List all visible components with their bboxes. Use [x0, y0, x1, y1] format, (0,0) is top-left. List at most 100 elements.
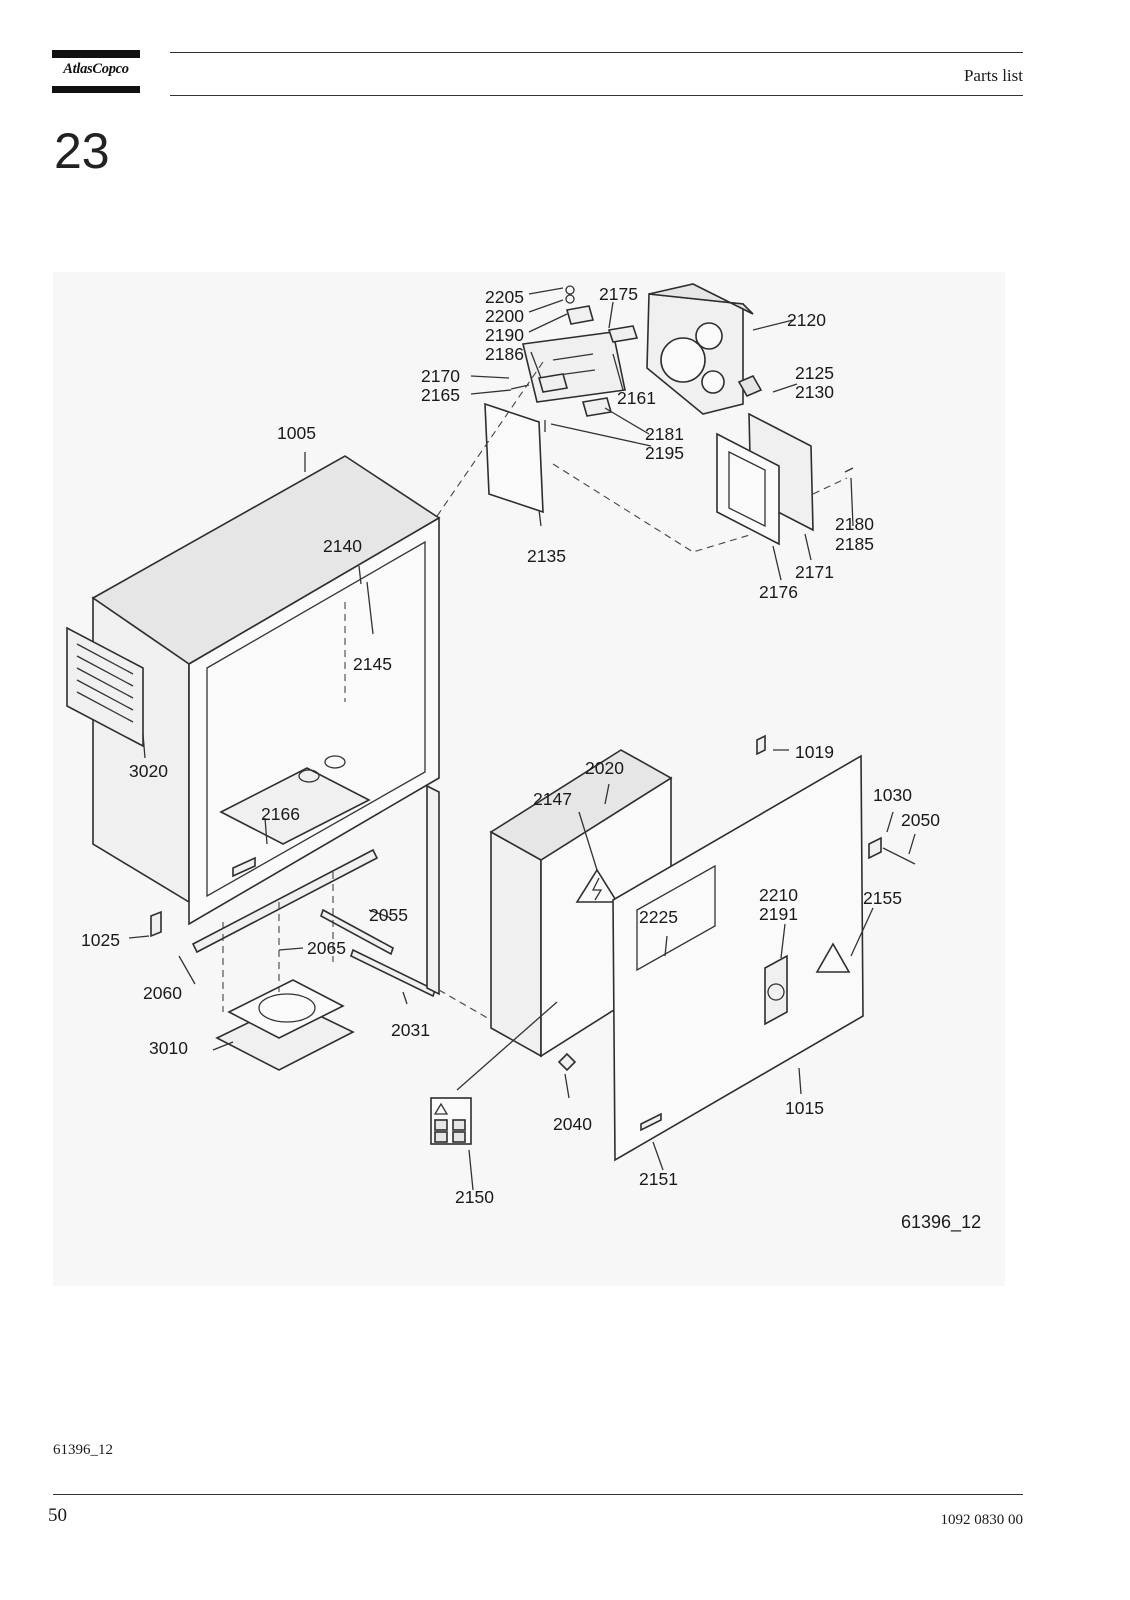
lightning-icon	[591, 877, 603, 901]
ref-label: 1005	[277, 423, 316, 443]
clamp-2186	[537, 373, 569, 393]
ref-label: 2175	[599, 284, 638, 304]
callout-leaders	[128, 287, 916, 1191]
header-rule-bottom	[170, 95, 1023, 96]
switch-knob	[767, 983, 785, 1001]
logo-bar-bottom	[52, 86, 140, 93]
align-line-1	[432, 361, 544, 523]
sticker-warning-icon	[433, 1102, 449, 1115]
ref-label: 2050	[901, 810, 940, 830]
bolt-2170	[510, 384, 530, 390]
fan-align-lines	[222, 872, 334, 1012]
fan-opening	[258, 993, 316, 1023]
cabinet-inner	[206, 540, 426, 898]
clamp-2181	[581, 397, 613, 417]
ref-label: 2185	[835, 534, 874, 554]
gasket-2176-cutout	[728, 450, 766, 528]
ref-label: 2171	[795, 562, 834, 582]
atlas-copco-logo: AtlasCopco	[52, 50, 140, 94]
ref-label: 2040	[553, 1114, 592, 1134]
ref-label: 2165	[421, 385, 460, 405]
page-number: 50	[48, 1505, 67, 1526]
ref-label: 2186	[485, 344, 524, 364]
inner-panel-top	[489, 749, 673, 861]
sticker-sheet-2150	[430, 1001, 558, 1145]
ref-label: 3010	[149, 1038, 188, 1058]
ref-label: 2135	[527, 546, 566, 566]
rail-2060	[191, 848, 379, 954]
ref-label: 1015	[785, 1098, 824, 1118]
ref-label: 2060	[143, 983, 182, 1003]
section-number: 23	[54, 123, 110, 179]
washer-2200	[565, 294, 575, 304]
document-number: 1092 0830 00	[940, 1512, 1024, 1528]
ref-label: 2031	[391, 1020, 430, 1040]
ref-label: 2150	[455, 1187, 494, 1207]
ref-label: 2225	[639, 907, 678, 927]
ref-label: 2195	[645, 443, 684, 463]
ref-label: 2155	[863, 888, 902, 908]
hinge-1019	[756, 734, 766, 756]
ref-label: 2151	[639, 1169, 678, 1189]
sticker-2	[452, 1119, 466, 1131]
clamp-2175	[607, 325, 639, 343]
gland-bracket	[522, 331, 626, 403]
ref-label: 2065	[307, 938, 346, 958]
ref-label: 2120	[787, 310, 826, 330]
ref-label: 2140	[323, 536, 362, 556]
header-rule-top	[170, 52, 1023, 53]
ref-label: 2210	[759, 885, 798, 905]
ref-label: 2200	[485, 306, 524, 326]
ref-label: 2147	[533, 789, 572, 809]
fan-housing-top	[227, 979, 345, 1039]
cabinet-hole-1	[298, 769, 320, 783]
ref-label: 2125	[795, 363, 834, 383]
cable-gland	[737, 374, 763, 398]
main-switch-2210	[764, 954, 788, 1026]
ref-label: 1030	[873, 785, 912, 805]
drawing-reference: 61396_12	[901, 1212, 981, 1233]
door-panel	[612, 754, 864, 1162]
bracket-2031	[350, 948, 436, 998]
gland-hole-3	[701, 370, 725, 394]
louvre-grille-icon	[76, 643, 134, 723]
gland-hole-1	[660, 337, 706, 383]
cabinet-1005	[66, 455, 441, 1071]
gasket-2135	[484, 402, 544, 514]
ref-label: 2176	[759, 582, 798, 602]
cabinet-hole-2	[324, 755, 346, 769]
ref-label: 2145	[353, 654, 392, 674]
bracket-2055	[320, 908, 394, 956]
ref-label: 2190	[485, 325, 524, 345]
gland-hole-2	[695, 322, 723, 350]
lock-icon	[868, 836, 882, 860]
ref-label: 2161	[617, 388, 656, 408]
ref-label: 2180	[835, 514, 874, 534]
key-2050	[882, 847, 916, 865]
label-2151	[640, 1112, 662, 1132]
ref-label: 2191	[759, 904, 798, 924]
wing-nut-icon	[557, 1052, 577, 1072]
ref-label: 3020	[129, 761, 168, 781]
gland-plate-2166	[219, 767, 371, 845]
logo-brand-text: AtlasCopco	[63, 61, 129, 77]
ref-label: 1025	[81, 930, 120, 950]
sticker-arrow	[456, 1001, 558, 1091]
ref-label: 1019	[795, 742, 834, 762]
sticker-1	[434, 1119, 448, 1131]
ref-label: 2181	[645, 424, 684, 444]
ref-label: 2055	[369, 905, 408, 925]
footer-rule	[53, 1494, 1023, 1495]
label-plate	[232, 856, 256, 878]
door-warning-icon	[815, 942, 851, 973]
leader-lines	[128, 287, 916, 1191]
ref-label: 2166	[261, 804, 300, 824]
nut-2205	[565, 285, 575, 295]
figure-caption: 61396_12	[53, 1442, 113, 1458]
page-title: Parts list	[963, 66, 1023, 85]
latch-1025	[150, 910, 162, 938]
reference-labels: 2205 2200 2190 2186 2175 2120 2170 2165 …	[81, 284, 981, 1233]
warning-triangle-icon	[575, 868, 619, 903]
side-rail	[426, 784, 440, 996]
panel-align-line	[438, 989, 492, 1021]
